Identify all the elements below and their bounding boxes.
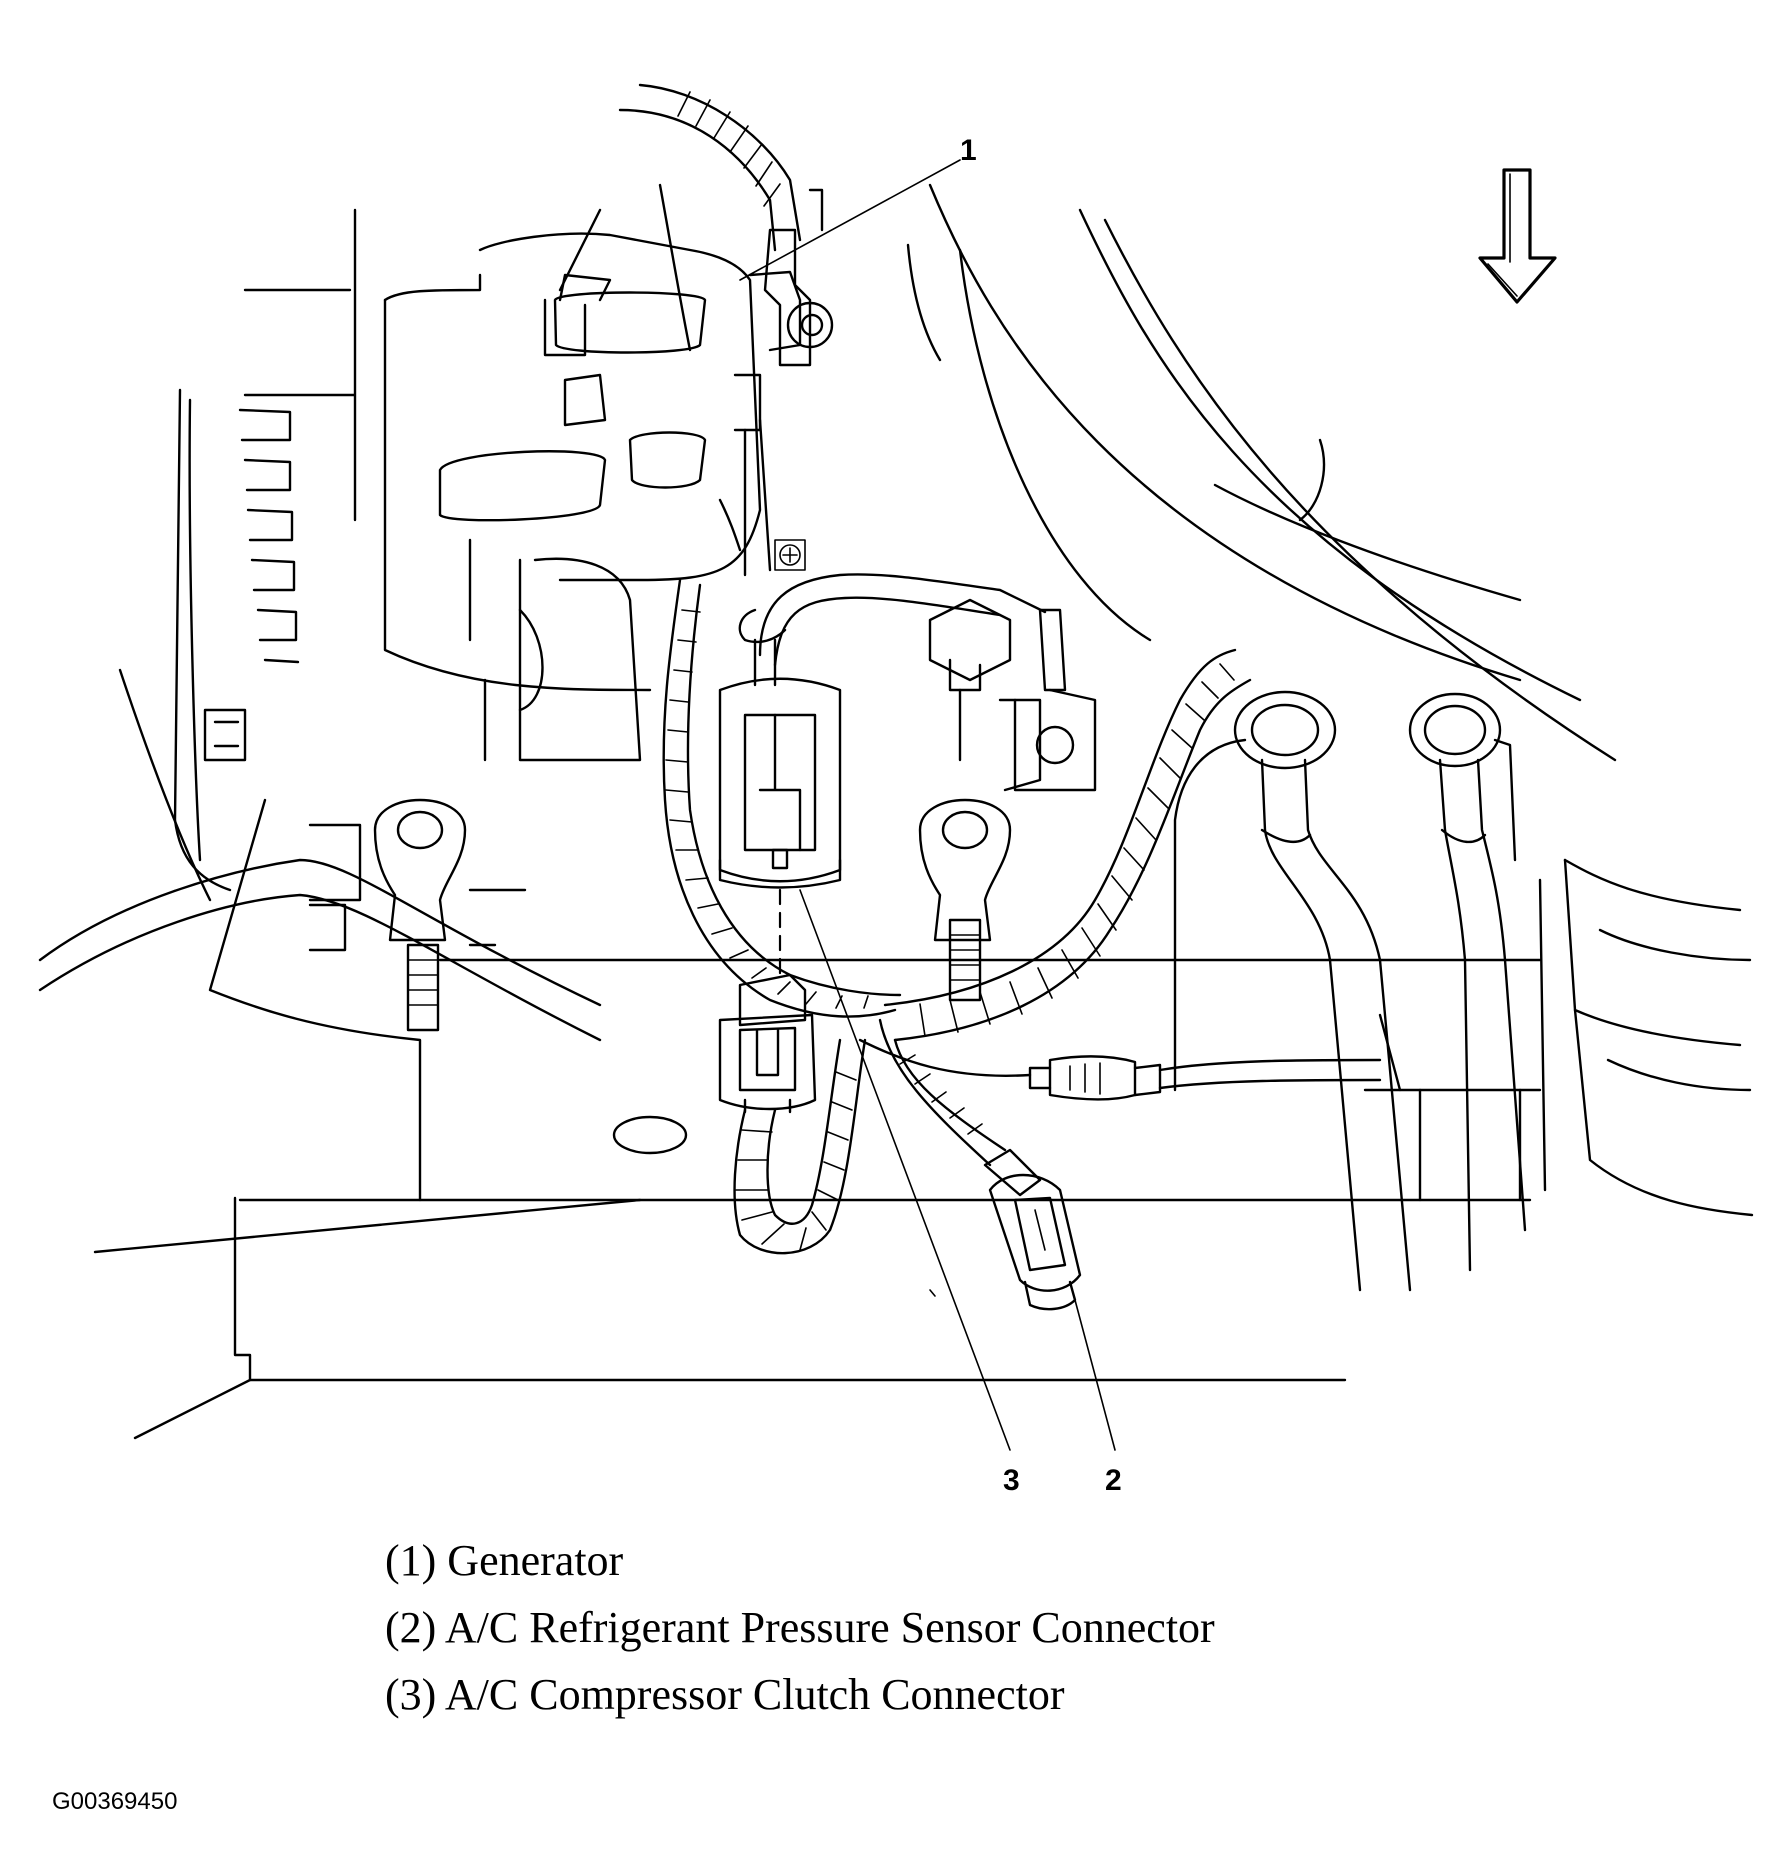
plus-symbol-icon [774,539,806,571]
leader-line-1 [739,159,961,281]
legend-item-pressure-sensor-connector: (2) A/C Refrigerant Pressure Sensor Conn… [385,1603,1215,1652]
tube-sensor [858,1038,1382,1101]
wiring-harness [662,578,1252,1255]
terminal-studs [308,598,1097,1032]
ac-compressor-clutch-connector [718,573,1047,1114]
ac-refrigerant-pressure-sensor-connector [983,1148,1082,1311]
legend-item-generator: (1) Generator [385,1536,624,1585]
generator [203,183,834,762]
engine-block-outline [38,183,1754,1440]
callout-number-3: 3 [1003,1464,1020,1497]
generator-harness-top [618,83,824,367]
legend-item-compressor-clutch-connector: (3) A/C Compressor Clutch Connector [385,1670,1065,1719]
legend: (1) Generator (2) A/C Refrigerant Pressu… [385,1527,1215,1728]
figure-id: G00369450 [52,1788,178,1815]
ac-refrigerant-lines [1173,690,1527,1292]
leader-line-2 [1074,1299,1116,1451]
callout-number-1: 1 [960,134,977,167]
leader-line-3 [799,889,1011,1451]
callout-number-2: 2 [1105,1464,1122,1497]
down-arrow-icon [1478,168,1557,304]
leader-lines [739,159,1116,1451]
